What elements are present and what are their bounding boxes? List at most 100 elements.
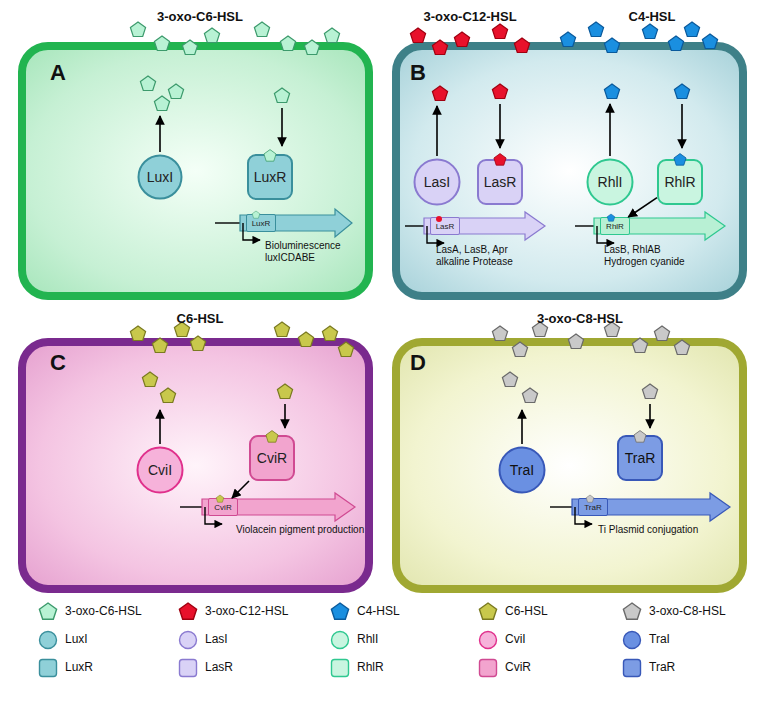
legend-shape — [40, 660, 57, 677]
gene-box: LasR — [430, 217, 460, 235]
synthase-circle: TraI — [498, 446, 546, 494]
node-label: RhlR — [606, 222, 624, 231]
legend-shape — [624, 660, 641, 677]
legend-shape — [624, 632, 641, 649]
receptor-box: LasR — [477, 159, 523, 205]
legend-swatch — [38, 658, 58, 678]
legend-shape — [479, 603, 496, 619]
receptor-box: LuxR — [247, 154, 293, 200]
legend-swatch — [178, 630, 198, 650]
legend-shape — [180, 660, 197, 677]
node-label: TraR — [584, 503, 601, 512]
node-label: RhlI — [598, 174, 623, 190]
output-annotation: Bioluminescence luxICDABE — [265, 240, 357, 264]
legend-shape — [332, 660, 349, 677]
legend-swatch — [38, 602, 58, 622]
node-label: CviR — [214, 503, 231, 512]
legend-text: C4-HSL — [357, 604, 400, 618]
legend-shape — [179, 603, 196, 619]
legend-text: CviR — [505, 660, 531, 674]
illustration-part — [324, 28, 339, 43]
legend-swatch — [622, 658, 642, 678]
legend-text: LuxR — [65, 660, 93, 674]
circle-shape — [139, 156, 182, 199]
legend-swatch — [622, 630, 642, 650]
receptor-box: CviR — [249, 435, 295, 481]
signal-heading: 3-oxo-C6-HSL — [157, 9, 243, 24]
signal-heading: 3-oxo-C12-HSL — [423, 9, 516, 24]
legend-swatch — [478, 602, 498, 622]
bacterial-cell: 3-oxo-C8-HSLTraITraRTraR — [392, 338, 747, 593]
legend-text: 3-oxo-C8-HSL — [649, 604, 726, 618]
legend-swatch — [330, 602, 350, 622]
legend-text: C6-HSL — [505, 604, 548, 618]
panel-letter: D — [410, 350, 440, 376]
panel-letter: B — [410, 60, 440, 86]
illustration-part — [204, 28, 219, 43]
legend-swatch — [478, 630, 498, 650]
legend-swatch — [478, 658, 498, 678]
circle-shape — [415, 160, 460, 205]
legend-swatch — [622, 602, 642, 622]
gene-box: TraR — [578, 498, 608, 516]
legend-shape — [39, 603, 56, 619]
synthase-circle: LasI — [413, 158, 461, 206]
node-label: LasR — [484, 174, 517, 190]
node-label: RhlR — [664, 174, 695, 190]
node-label: LuxI — [147, 169, 173, 185]
legend-swatch — [330, 630, 350, 650]
node-label: CviR — [257, 450, 287, 466]
receptor-box: TraR — [617, 435, 663, 481]
legend-text: TraI — [649, 632, 670, 646]
node-label: LuxR — [254, 169, 287, 185]
bacterial-cell: 3-oxo-C6-HSLLuxILuxRLuxR — [18, 42, 373, 300]
signal-heading: 3-oxo-C8-HSL — [537, 311, 623, 326]
synthase-circle: LuxI — [137, 154, 183, 200]
legend-swatch — [178, 602, 198, 622]
legend-swatch — [330, 658, 350, 678]
output-annotation: Ti Plasmid conjugation — [598, 524, 728, 536]
legend-shape — [480, 660, 497, 677]
legend-text: 3-oxo-C6-HSL — [65, 604, 142, 618]
legend-swatch — [38, 630, 58, 650]
circle-shape — [588, 160, 633, 205]
node-label: CviI — [148, 462, 172, 478]
illustration-part — [274, 322, 289, 337]
illustration-part — [492, 24, 507, 39]
legend-shape — [331, 603, 348, 619]
legend-shape — [332, 632, 349, 649]
legend-text: TraR — [649, 660, 675, 674]
legend-text: RhlI — [357, 632, 378, 646]
gene-box: RhlR — [600, 217, 630, 235]
node-label: LuxR — [252, 219, 271, 228]
legend-text: CviI — [505, 632, 526, 646]
panel-letter: C — [50, 350, 80, 376]
legend-shape — [623, 603, 640, 619]
legend-text: LasR — [205, 660, 233, 674]
illustration-part — [642, 24, 657, 39]
synthase-circle: RhlI — [586, 158, 634, 206]
receptor-box: RhlR — [657, 159, 703, 205]
panel-letter: A — [50, 60, 80, 86]
synthase-circle: CviI — [136, 446, 184, 494]
bacterial-cell: C6-HSLCviICviRCviR — [18, 338, 373, 593]
gene-box: LuxR — [246, 214, 276, 232]
signal-heading: C6-HSL — [177, 311, 224, 326]
legend-swatch — [178, 658, 198, 678]
legend-text: 3-oxo-C12-HSL — [205, 604, 288, 618]
illustration-part — [684, 22, 699, 37]
node-label: LasI — [424, 174, 450, 190]
signal-heading: C4-HSL — [629, 9, 676, 24]
legend-shape — [480, 632, 497, 649]
node-label: LasR — [436, 222, 455, 231]
illustration-part — [130, 22, 145, 37]
legend-shape — [40, 632, 57, 649]
node-label: TraR — [625, 450, 656, 466]
output-annotation: Violacein pigment production — [236, 524, 386, 536]
output-annotation: LasA, LasB, Apr alkaline Protease — [436, 244, 541, 268]
illustration-part — [410, 28, 425, 43]
legend-shape — [180, 632, 197, 649]
gene-box: CviR — [208, 498, 238, 516]
illustration-part — [254, 22, 269, 37]
